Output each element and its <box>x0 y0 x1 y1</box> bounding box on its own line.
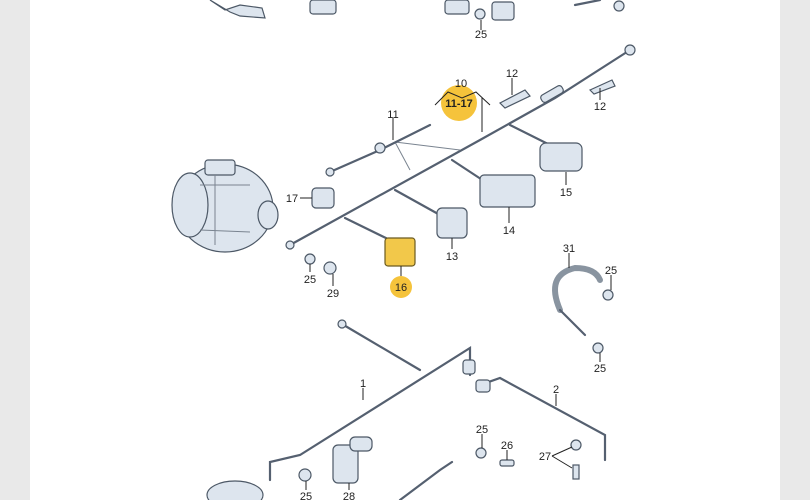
alternator-illustration <box>171 159 279 253</box>
clip-27b <box>572 464 580 480</box>
label-15[interactable]: 15 <box>560 187 572 199</box>
clip-17 <box>311 187 335 209</box>
label-2[interactable]: 2 <box>553 384 559 396</box>
cable-1 <box>268 319 476 482</box>
highlight-group-11-17 <box>441 85 477 121</box>
cap-28 <box>332 444 359 484</box>
label-25[interactable]: 25 <box>476 424 488 436</box>
bracket-12a <box>498 89 531 109</box>
connector-15 <box>539 142 583 172</box>
bracket-12b <box>588 79 616 95</box>
label-12[interactable]: 12 <box>506 68 518 80</box>
washer-29 <box>323 261 337 275</box>
label-27[interactable]: 27 <box>539 451 551 463</box>
harness-31 <box>552 264 614 354</box>
label-31[interactable]: 31 <box>563 243 575 255</box>
highlight-part-16 <box>390 276 412 298</box>
label-29[interactable]: 29 <box>327 288 339 300</box>
cable-2 <box>475 376 607 462</box>
nut-25a <box>304 253 316 265</box>
label-28[interactable]: 28 <box>343 491 355 500</box>
group-bracket <box>434 91 491 106</box>
leader-lines <box>300 20 612 490</box>
label-25[interactable]: 25 <box>300 491 312 500</box>
label-26[interactable]: 26 <box>501 440 513 452</box>
starter-illustration <box>206 480 264 500</box>
label-13[interactable]: 13 <box>446 251 458 263</box>
label-11-17[interactable]: 11-17 <box>445 98 473 110</box>
connector-14 <box>479 174 536 208</box>
label-11[interactable]: 11 <box>387 109 398 121</box>
nut-25d <box>475 447 487 459</box>
label-12[interactable]: 12 <box>594 101 606 113</box>
cable-lower <box>398 460 454 500</box>
label-16[interactable]: 16 <box>395 282 407 294</box>
harness-11-17 <box>285 44 636 250</box>
connector-16-highlighted <box>384 237 416 267</box>
label-17[interactable]: 17 <box>286 193 298 205</box>
nut-25e <box>298 468 312 482</box>
label-10[interactable]: 10 <box>455 78 467 90</box>
label-25[interactable]: 25 <box>605 265 617 277</box>
connector-13 <box>436 207 468 239</box>
cap-28-tip <box>349 436 373 452</box>
label-25[interactable]: 25 <box>304 274 316 286</box>
label-25[interactable]: 25 <box>475 29 487 41</box>
label-1[interactable]: 1 <box>360 378 366 390</box>
bolt-26 <box>499 459 515 467</box>
label-14[interactable]: 14 <box>503 225 515 237</box>
clip-27a <box>570 439 582 451</box>
label-25[interactable]: 25 <box>594 363 606 375</box>
top-cropped-parts <box>209 0 625 21</box>
